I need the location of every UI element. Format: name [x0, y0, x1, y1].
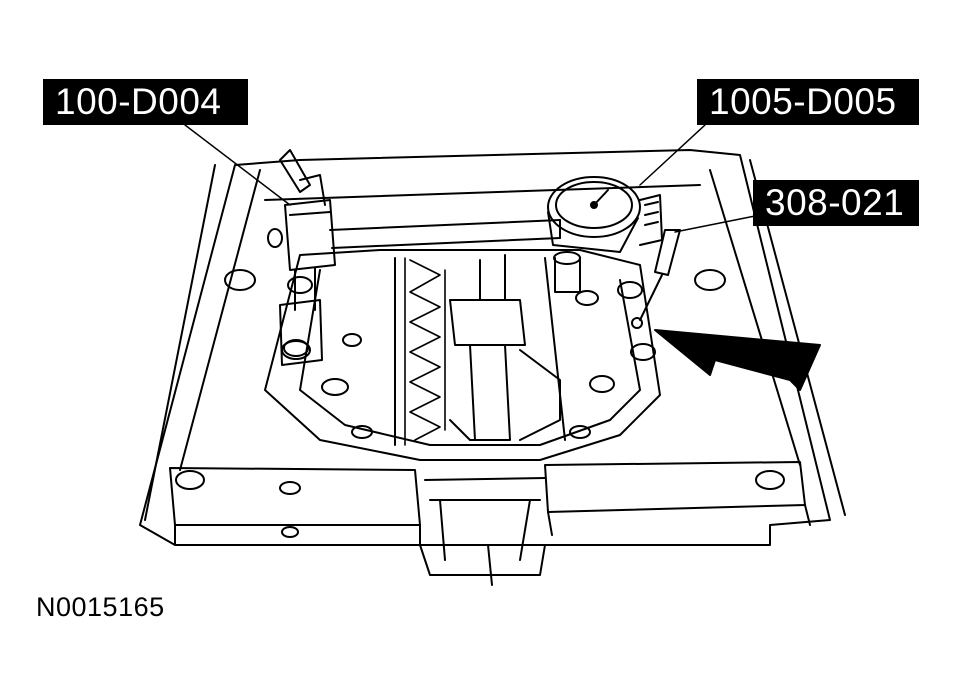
bearing-posts	[553, 251, 581, 293]
callout-tool-b: 1005-D005	[697, 79, 919, 125]
callout-tool-a: 100-D004	[43, 79, 248, 125]
holding-fixture	[169, 461, 811, 561]
ring-gear	[404, 257, 446, 446]
figure-number: N0015165	[36, 592, 165, 622]
direction-arrow	[654, 329, 821, 391]
leader-lines	[184, 124, 761, 233]
indicator-extension	[631, 229, 681, 329]
indicator-arm	[329, 219, 561, 249]
flange-bolts	[224, 269, 726, 439]
differential-case	[449, 254, 561, 441]
magnetic-base	[267, 149, 336, 366]
dial-indicator	[547, 176, 663, 253]
carrier-flange	[264, 249, 661, 461]
pinion-yoke	[419, 544, 546, 586]
callout-tool-c: 308-021	[753, 180, 919, 226]
